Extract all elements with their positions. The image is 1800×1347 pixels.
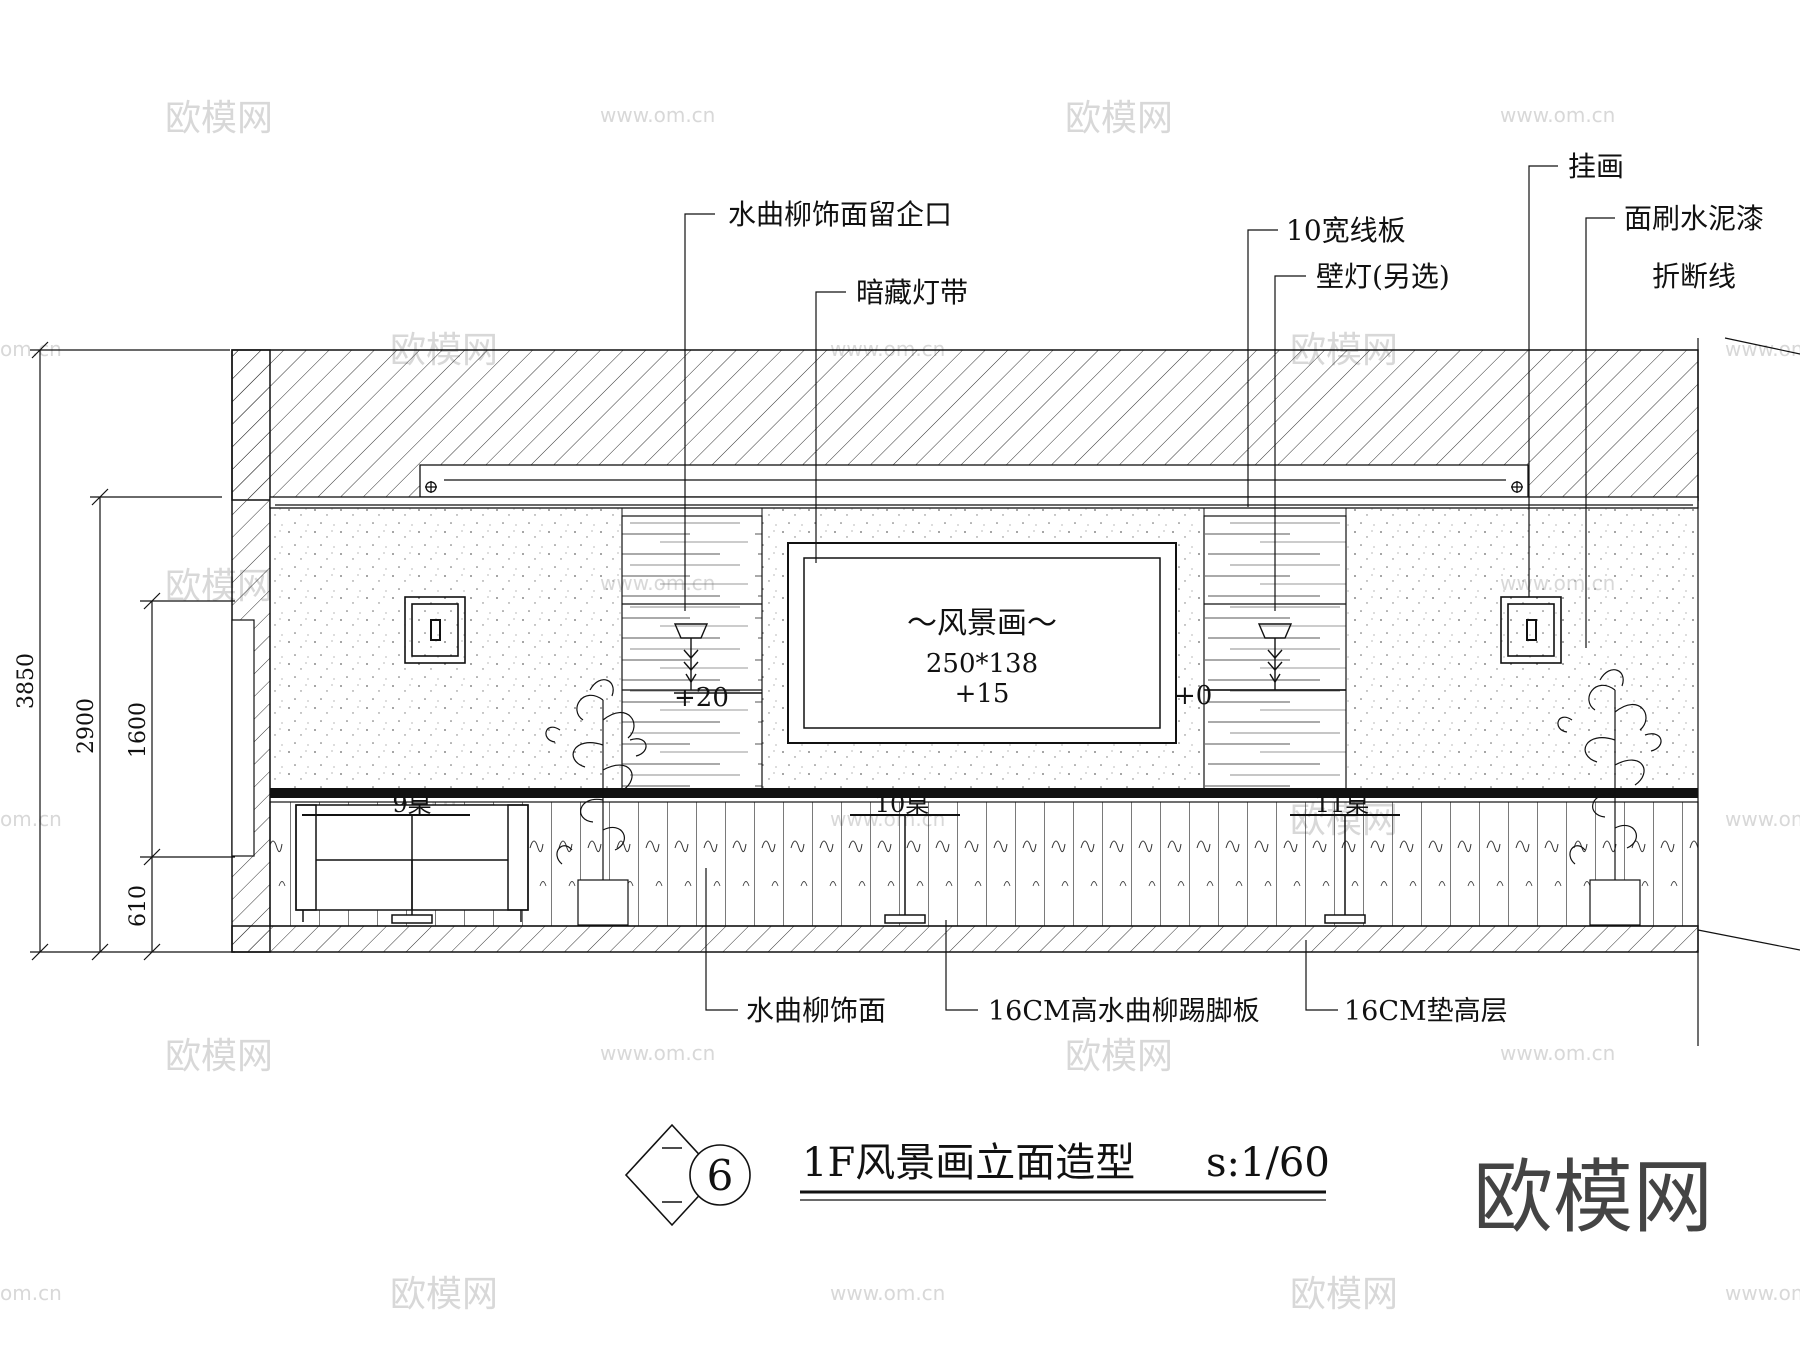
watermark-site: om.cn xyxy=(0,807,62,831)
label-hidden-light: 暗藏灯带 xyxy=(856,276,968,309)
painting-level: +15 xyxy=(955,679,1010,709)
title-symbol xyxy=(624,1123,751,1227)
watermark-site: www.om.cn xyxy=(1500,103,1615,127)
wall-lamp-right xyxy=(1257,623,1293,690)
watermark-site: om.cn xyxy=(0,337,62,361)
corner-logo: 欧模网 xyxy=(1473,1151,1713,1244)
table-label-10: 10桌 xyxy=(875,790,930,818)
cement-wall-left xyxy=(269,507,623,791)
table-11 xyxy=(1290,814,1400,924)
leaders-bottom xyxy=(705,868,1338,1011)
title-text: 1F风景画立面造型 xyxy=(802,1140,1135,1186)
dimension-chain xyxy=(30,341,235,961)
dimension-2900: 2900 xyxy=(74,698,99,754)
wall-lamp-left xyxy=(673,623,709,690)
level-right: +0 xyxy=(1174,681,1212,711)
watermark-logo: 欧模网 xyxy=(1290,1274,1398,1315)
level-left: +20 xyxy=(674,683,729,713)
label-cement-paint: 面刷水泥漆 xyxy=(1624,202,1764,235)
dimension-3850: 3850 xyxy=(14,653,39,709)
ceiling-moulding xyxy=(269,464,1699,509)
watermark-site: www.om.cn xyxy=(600,103,715,127)
counter-top xyxy=(270,788,1698,798)
table-label-9: 9桌 xyxy=(392,790,431,818)
cement-wall-right xyxy=(1345,507,1699,791)
break-line xyxy=(1697,337,1800,1046)
watermark-logo: 欧模网 xyxy=(1065,98,1173,139)
label-shuiqu-face: 水曲柳饰面 xyxy=(746,994,886,1027)
plant-left xyxy=(545,679,647,926)
watermark-site: www.om.cn xyxy=(830,1281,945,1305)
table-9 xyxy=(302,814,470,924)
leaders-top xyxy=(684,165,1615,648)
dimension-610: 610 xyxy=(126,885,151,927)
watermark-site: om.cn xyxy=(0,1281,62,1305)
table-10 xyxy=(850,814,960,924)
wood-panel-left xyxy=(621,515,763,791)
table-label-11: 11桌 xyxy=(1315,790,1370,818)
label-moulding: 10宽线板 xyxy=(1286,214,1406,247)
label-hanging-picture: 挂画 xyxy=(1568,150,1624,183)
watermark-site: www.om.cn xyxy=(600,1041,715,1065)
watermark-logo: 欧模网 xyxy=(165,1036,273,1077)
watermark-site: www.om.cn xyxy=(1725,807,1800,831)
watermark-logo: 欧模网 xyxy=(390,1274,498,1315)
hanging-picture-left xyxy=(404,596,466,664)
title-underline xyxy=(800,1190,1326,1201)
label-shuiqu-reveal: 水曲柳饰面留企口 xyxy=(728,198,952,231)
title-scale: s:1/60 xyxy=(1206,1140,1330,1186)
watermark-logo: 欧模网 xyxy=(1065,1036,1173,1077)
watermark-logo: 欧模网 xyxy=(165,98,273,139)
label-wall-lamp: 壁灯(另选) xyxy=(1316,260,1450,293)
plant-right xyxy=(1557,669,1662,926)
landscape-painting xyxy=(787,542,1177,744)
label-break-line: 折断线 xyxy=(1652,260,1736,293)
dimension-1600: 1600 xyxy=(126,702,151,758)
label-skirting: 16CM高水曲柳踢脚板 xyxy=(988,996,1260,1027)
painting-title: ～风景画～ xyxy=(907,606,1057,641)
title-number: 6 xyxy=(707,1151,734,1200)
painting-size: 250*138 xyxy=(926,649,1038,679)
label-raised-layer: 16CM垫高层 xyxy=(1344,996,1508,1027)
hanging-picture-right xyxy=(1500,596,1562,664)
watermark-site: www.om.cn xyxy=(1725,1281,1800,1305)
watermark-site: www.om.cn xyxy=(1500,1041,1615,1065)
